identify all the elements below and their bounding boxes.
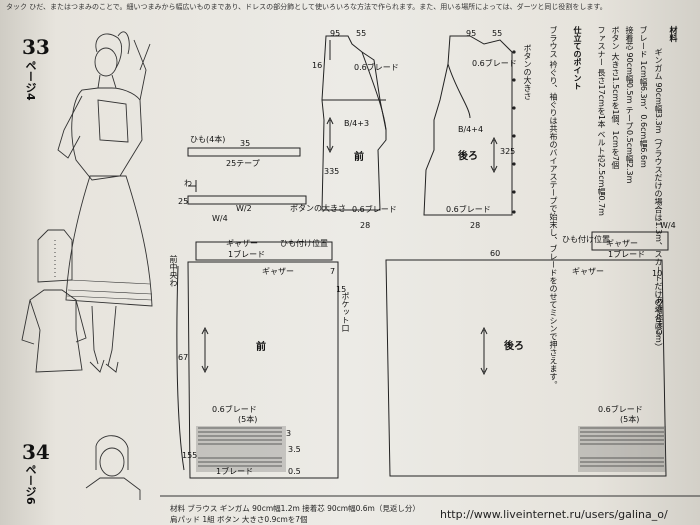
footer-materials: 材料 ブラウス ギンガム 90cm幅1.2m 接着芯 90cm幅0.6m（見返し… xyxy=(170,504,420,513)
tie-position: ひも付け位置 xyxy=(280,239,328,248)
tape-strip-shape xyxy=(187,195,307,205)
dim-55-back: 55 xyxy=(492,29,503,38)
fold-mark: わ xyxy=(184,179,192,188)
tie-position-back: ひも付け位置 xyxy=(562,235,610,244)
bodice-back-label: 後ろ xyxy=(458,151,478,162)
braid-06-skirt-back: 0.6ブレード xyxy=(598,405,643,414)
pocket-opening: ポケット口 xyxy=(341,292,350,332)
braid-06-skirt-front: 0.6ブレード xyxy=(212,405,257,414)
waist-quarter-back: W/4 xyxy=(660,221,676,230)
skirt-front-label: 前 xyxy=(256,342,266,353)
armhole-braid-back: 0.6ブレード xyxy=(472,59,517,68)
waist-half: W/2 xyxy=(236,204,252,213)
materials-line-1: ギンガム 90cm幅3.3m（ブラウスだけの場合は1.3m、スカートだけの場合は… xyxy=(654,48,663,351)
fashion-illustration xyxy=(21,31,153,373)
page-label-33: ページ4 xyxy=(24,60,37,101)
braid-count-back: (5本) xyxy=(620,415,640,424)
bodice-front-shape xyxy=(321,35,387,211)
braid-1-front: 1ブレード xyxy=(228,250,266,259)
dim-15: 15 xyxy=(336,285,347,294)
tie-label: ひも(4本) xyxy=(190,135,226,144)
tips-line-1: ブラウス 衿ぐり、袖ぐりは共布のバイアステープで始末し、ブレードをのせてミシンで… xyxy=(549,26,558,389)
bodice-front-label: 前 xyxy=(354,152,364,163)
dim-05: 0.5 xyxy=(288,467,301,476)
braid-count-front: (5本) xyxy=(238,415,258,424)
dim-16: 16 xyxy=(312,61,323,70)
skirt-front-shape xyxy=(187,261,339,479)
materials-title: 材料 xyxy=(669,26,678,42)
dim-35: 3.5 xyxy=(288,445,301,454)
waistband-back-shape xyxy=(591,231,669,251)
bodice-back-bust: B/4+4 xyxy=(458,125,484,134)
center-front-fold: 前中央わ xyxy=(169,255,178,287)
dim-7: 7 xyxy=(330,267,336,276)
page-label-34: ページ6 xyxy=(24,464,37,505)
button-size-note: ボタンの大きさ xyxy=(523,44,532,100)
dim-28-front: 28 xyxy=(360,221,371,230)
header-strip: タック ひだ、またはつまみのことで。細いつまみから幅広いものまであり、ドレスの部… xyxy=(6,3,607,11)
waist-quarter: W/4 xyxy=(212,214,228,223)
dim-25: 25 xyxy=(178,197,189,206)
materials-line-5: ファスナー 長さ17cmを1本 ベルト芯2.5cm幅0.7m xyxy=(597,26,606,216)
armhole-braid-front: 0.6ブレード xyxy=(354,63,399,72)
page-number-34: 34 xyxy=(22,440,50,464)
gather-back: ギャザー xyxy=(572,267,604,276)
bodice-back-braid: 0.6ブレード xyxy=(446,205,491,214)
materials-line-4: ボタン 大きさ1.5cmを1個、1cmを7個 xyxy=(611,26,620,169)
dim-10: 10 xyxy=(652,269,663,278)
bodice-front-braid: 0.6ブレード xyxy=(352,205,397,214)
braid-1-bottom: 1ブレード xyxy=(216,467,254,476)
button-marks xyxy=(512,50,516,214)
gather-front-2: ギャザー xyxy=(262,267,294,276)
dim-155: 155 xyxy=(182,451,198,460)
button-size-note-2: ボタンの大きさ xyxy=(290,204,346,213)
tie-strip-shape xyxy=(187,147,301,157)
braid-stripes-back xyxy=(580,427,664,467)
dim-95-back: 95 xyxy=(466,29,477,38)
watermark-url: http://www.liveinternet.ru/users/galina_… xyxy=(440,508,668,521)
gather-front: ギャザー xyxy=(226,239,258,248)
gather-back-top: ギャザー xyxy=(606,239,638,248)
dim-335: 335 xyxy=(324,167,340,176)
waistband-front-shape xyxy=(195,241,333,261)
braid-stripes-front xyxy=(198,427,282,467)
dim-95: 95 xyxy=(330,29,341,38)
materials-line-2: ブレード 1cm幅6.3m、0.6cm幅6.6m xyxy=(639,26,648,168)
tape-label: 25テープ xyxy=(226,159,260,168)
dim-67: 67 xyxy=(178,353,189,362)
dim-3: 3 xyxy=(286,429,292,438)
opening-end: あき止まり xyxy=(655,296,664,336)
materials-line-3: 接着芯 90cm幅0.5m テープ0.5cm幅2.3m xyxy=(625,26,634,184)
dim-28-back: 28 xyxy=(470,221,481,230)
skirt-back-label: 後ろ xyxy=(504,341,524,352)
bodice-front-bust: B/4+3 xyxy=(344,119,370,128)
fashion-illustration-34 xyxy=(85,435,141,500)
bodice-back-shape xyxy=(423,35,513,216)
braid-1-back: 1ブレード xyxy=(608,250,646,259)
page-number-33: 33 xyxy=(22,35,50,59)
dim-55: 55 xyxy=(356,29,367,38)
footer-materials-2: 肩パッド 1組 ボタン 大きさ0.9cmを7個 xyxy=(170,515,308,524)
tips-title: 仕立てのポイント xyxy=(573,26,582,90)
dim-60: 60 xyxy=(490,249,501,258)
dim-325: 325 xyxy=(500,147,516,156)
skirt-back-shape xyxy=(385,259,667,477)
tie-length: 35 xyxy=(240,139,251,148)
